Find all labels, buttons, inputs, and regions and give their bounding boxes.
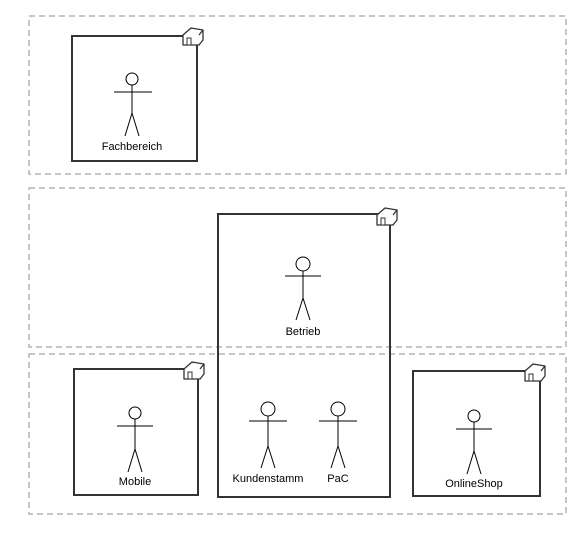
- node-box: [71, 35, 198, 162]
- node-fachbereich[interactable]: Fachbereich: [71, 27, 204, 162]
- house-icon: [183, 361, 205, 380]
- actor-head: [295, 256, 311, 272]
- actor-leg-left: [127, 448, 136, 473]
- actor-head: [467, 409, 481, 423]
- actor-head: [260, 401, 276, 417]
- actor-leg-left: [124, 112, 133, 137]
- actor-label-fachbereich: Fachbereich: [102, 141, 163, 153]
- actor-label-mobile: Mobile: [119, 476, 151, 488]
- actor-label-betrieb: Betrieb: [286, 326, 321, 338]
- zone-bottom: [28, 353, 567, 515]
- node-mobile[interactable]: Mobile: [73, 361, 205, 496]
- zone-middle: [28, 187, 567, 348]
- actor-leg-right: [337, 445, 346, 469]
- house-icon: [524, 363, 546, 382]
- actor-head: [330, 401, 346, 417]
- actor-betrieb[interactable]: Betrieb: [285, 256, 321, 338]
- actor-fachbereich[interactable]: Fachbereich: [102, 72, 163, 153]
- actor-leg-right: [134, 448, 143, 473]
- node-box: [73, 368, 199, 496]
- node-onlineshop[interactable]: OnlineShop: [412, 363, 546, 497]
- actor-leg-right: [473, 450, 482, 475]
- actor-kundenstamm[interactable]: Kundenstamm: [233, 401, 304, 485]
- house-icon: [182, 27, 204, 46]
- actor-mobile[interactable]: Mobile: [117, 406, 153, 488]
- actor-leg-left: [330, 445, 339, 469]
- node-betrieb[interactable]: Betrieb Kundenstamm PaC: [217, 207, 398, 498]
- house-icon: [376, 207, 398, 226]
- actor-leg-left: [260, 445, 269, 469]
- actor-head: [128, 406, 142, 420]
- actor-label-kundenstamm: Kundenstamm: [233, 473, 304, 485]
- actor-leg-right: [302, 297, 311, 321]
- zone-top: [28, 15, 567, 175]
- actor-head: [125, 72, 139, 86]
- actor-leg-right: [267, 445, 276, 469]
- node-box: [217, 213, 391, 498]
- actor-label-onlineshop: OnlineShop: [445, 478, 503, 490]
- actor-leg-right: [131, 112, 140, 137]
- actor-onlineshop[interactable]: OnlineShop: [445, 409, 503, 490]
- actor-leg-left: [466, 450, 475, 475]
- actor-label-pac: PaC: [327, 473, 348, 485]
- actor-pac[interactable]: PaC: [319, 401, 357, 485]
- actor-leg-left: [295, 297, 304, 321]
- node-box: [412, 370, 541, 497]
